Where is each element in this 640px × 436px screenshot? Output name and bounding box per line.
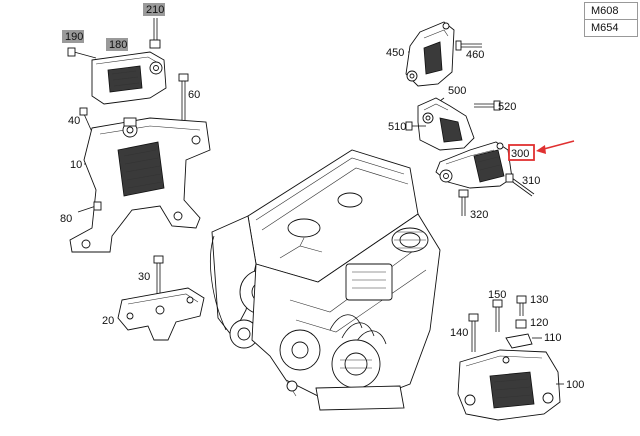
highlight-box-300 bbox=[508, 144, 535, 161]
bolt-140 bbox=[468, 313, 479, 352]
part-label-150: 150 bbox=[488, 289, 506, 301]
bolt-150 bbox=[492, 299, 503, 332]
part-label-40: 40 bbox=[68, 115, 80, 127]
part-label-180: 180 bbox=[109, 39, 127, 51]
part-label-30: 30 bbox=[138, 271, 150, 283]
part-label-60: 60 bbox=[188, 89, 200, 101]
model-code-2: M654 bbox=[584, 19, 638, 37]
bolt-310 bbox=[505, 173, 535, 197]
part-label-310: 310 bbox=[522, 175, 540, 187]
part-label-130: 130 bbox=[530, 294, 548, 306]
engine-mount-500 bbox=[417, 97, 475, 151]
engine-assembly bbox=[210, 149, 441, 411]
part-label-520: 520 bbox=[498, 101, 516, 113]
part-label-450: 450 bbox=[386, 47, 404, 59]
part-label-210: 210 bbox=[146, 4, 164, 16]
part-label-110: 110 bbox=[544, 332, 562, 344]
bolt-320 bbox=[458, 189, 469, 216]
bolt-190 bbox=[67, 47, 97, 59]
bolt-30 bbox=[153, 255, 164, 294]
bolt-210 bbox=[149, 18, 161, 49]
bolt-130 bbox=[516, 295, 527, 316]
bolt-510 bbox=[405, 121, 426, 131]
support-bracket-20 bbox=[117, 287, 205, 341]
part-label-80: 80 bbox=[60, 213, 72, 225]
label-bg-190 bbox=[62, 30, 84, 43]
bracket-110 bbox=[505, 333, 533, 349]
part-label-320: 320 bbox=[470, 209, 488, 221]
part-label-300[interactable]: 300 bbox=[511, 148, 529, 160]
engine-mount-450 bbox=[405, 21, 455, 87]
label-bg-180 bbox=[106, 38, 128, 51]
bolt-520 bbox=[474, 100, 501, 111]
part-label-20: 20 bbox=[102, 315, 114, 327]
engine-mount-180 bbox=[91, 51, 167, 105]
part-label-510: 510 bbox=[388, 121, 406, 133]
part-label-500: 500 bbox=[448, 85, 466, 97]
bolt-460 bbox=[455, 40, 482, 51]
part-label-460: 460 bbox=[466, 49, 484, 61]
part-label-10: 10 bbox=[70, 159, 82, 171]
part-label-120: 120 bbox=[530, 317, 548, 329]
model-reference-table: M608 M654 bbox=[584, 2, 638, 37]
part-label-190: 190 bbox=[65, 31, 83, 43]
label-bg-210 bbox=[143, 3, 165, 16]
clip-120 bbox=[515, 319, 527, 329]
upper-engine-mount-group: 190 180 210 bbox=[62, 3, 167, 105]
bolt-60 bbox=[178, 73, 189, 120]
engine-mount-300 bbox=[435, 141, 513, 189]
part-label-140: 140 bbox=[450, 327, 468, 339]
highlight-arrow bbox=[536, 140, 575, 154]
bolt-80 bbox=[77, 201, 102, 213]
part-label-100: 100 bbox=[566, 379, 584, 391]
bolt-40 bbox=[79, 107, 93, 133]
transmission-bracket-100 bbox=[457, 349, 561, 421]
engine-bracket-10 bbox=[69, 117, 211, 253]
